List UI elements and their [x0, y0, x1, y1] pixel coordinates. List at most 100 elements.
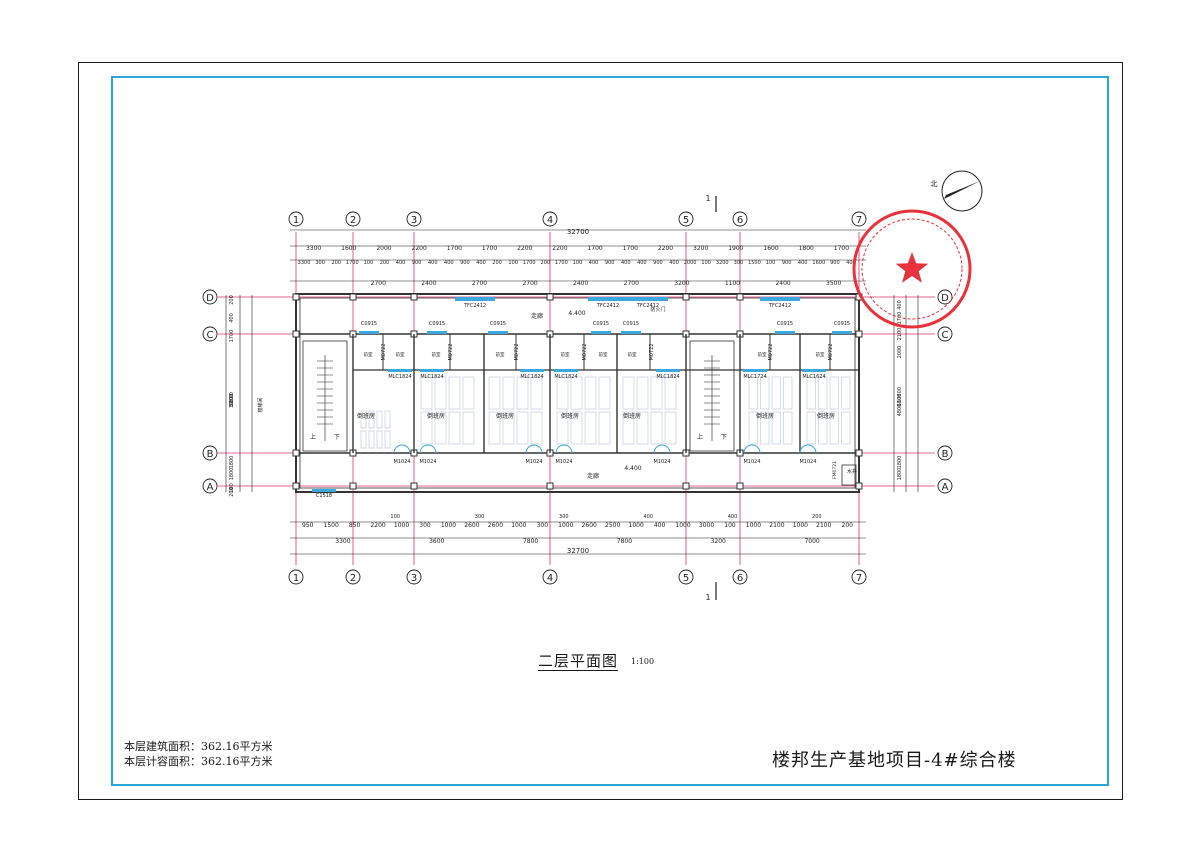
axis-bubble-right-A	[937, 478, 953, 494]
section-mark-top-label: 1	[705, 194, 710, 203]
dim-right-7: 1800	[897, 456, 903, 469]
hatch-cell-3-6	[650, 411, 663, 445]
axis-bubble-top-2	[345, 211, 361, 227]
axis-label-left-A: A	[207, 482, 214, 493]
window-mlc-label-3: MLC1824	[554, 374, 577, 380]
room-main-label-1: 倒班房	[427, 412, 445, 420]
dim-top-row3-7: 1100	[725, 280, 740, 287]
north-label: 北	[931, 180, 938, 188]
dim-top-row2-27: 300	[734, 260, 744, 266]
room-main-label-2: 倒班房	[496, 412, 514, 420]
dim-top-row1-6: 2200	[517, 245, 532, 252]
axis-bubble-left-C	[202, 326, 218, 342]
dim-bottom-small-4: 400	[728, 514, 738, 520]
door-b-label-1: M1024	[419, 459, 436, 465]
door-wc-label-1: M0722	[448, 343, 454, 360]
room-vestibule-7: 前室	[758, 351, 767, 358]
axis-label-left-D: D	[206, 293, 214, 304]
hatch-cell-1-2	[516, 376, 529, 410]
window-c-6	[832, 331, 852, 334]
hatch-cell-1-5	[502, 411, 515, 445]
dim-top-row1-7: 2200	[552, 245, 567, 252]
drawing-frame	[111, 76, 1109, 786]
window-c-label-2: C0915	[490, 321, 506, 327]
window-mlc-label-5: MLC1724	[743, 374, 766, 380]
window-c-label-4: C0915	[623, 321, 639, 327]
dim-top-row1-15: 1700	[834, 245, 849, 252]
dim-bottom-row1-5: 300	[419, 522, 431, 529]
dim-bottom-row1-22: 2100	[816, 522, 831, 529]
room-vestibule-5: 前室	[599, 351, 608, 358]
column-1-3	[349, 482, 357, 490]
dim-bottom-row1-0: 950	[302, 522, 314, 529]
dim-left-9: 200	[229, 487, 235, 497]
dim-bottom-row2-4: 3200	[711, 538, 726, 545]
dim-bottom-row1-1: 1500	[324, 522, 339, 529]
stair-1	[689, 340, 735, 452]
hatch-cell-6-6	[829, 411, 839, 445]
hatch-cell-2-7	[598, 411, 611, 445]
axis-bubble-bottom-3	[406, 569, 422, 585]
axis-label-top-5: 5	[683, 215, 689, 226]
dim-top-row2-26: 3200	[716, 260, 729, 266]
dim-bottom-small-0: 100	[390, 514, 400, 520]
axis-bubble-top-4	[542, 211, 558, 227]
door-arc-4	[653, 444, 671, 454]
hatch-cell-6-7	[841, 411, 851, 445]
dim-right-0: 400	[897, 300, 903, 310]
column-2-3	[410, 482, 418, 490]
window-bottom-label: C1518	[316, 493, 332, 499]
hatch-cell-5-0	[748, 376, 758, 410]
door-b-label-4: M1024	[653, 459, 670, 465]
room-main-label-4: 倒班房	[623, 412, 641, 420]
window-c-label-6: C0915	[834, 321, 850, 327]
dim-top-row1-13: 1600	[763, 245, 778, 252]
door-b-label-6: M1024	[799, 459, 816, 465]
dim-bottom-row1-6: 1000	[441, 522, 456, 529]
axis-label-left-B: B	[207, 449, 214, 460]
column-5-3	[736, 482, 744, 490]
bed-hatch-5	[748, 376, 793, 445]
room-main-label-0: 倒班房	[357, 412, 375, 420]
hatch-cell-2-3	[598, 376, 611, 410]
dim-left-5: 10800	[229, 392, 235, 408]
dim-top-row2-4: 100	[364, 260, 374, 266]
door-wc-label-6: M0722	[828, 343, 834, 360]
axis-bubble-bottom-2	[345, 569, 361, 585]
column-6-1	[855, 330, 863, 338]
dim-top-row2-25: 100	[701, 260, 711, 266]
dim-top-row1-14: 1800	[799, 245, 814, 252]
door-wc-label-3: M0722	[582, 343, 588, 360]
window-c-3	[591, 331, 611, 334]
dim-top-row2-15: 200	[541, 260, 551, 266]
window-mlc-label-1: MLC1824	[420, 374, 443, 380]
dim-top-row2-32: 1600	[812, 260, 825, 266]
axis-bubble-top-1	[288, 211, 304, 227]
corridor-label-bottom: 走廊	[587, 472, 599, 480]
window-c-1	[427, 331, 447, 334]
room-vestibule-4: 前室	[561, 351, 570, 358]
axis-label-top-6: 6	[737, 215, 743, 226]
window-mlc-label-4: MLC1824	[656, 374, 679, 380]
hatch-cell-0-0	[420, 376, 433, 410]
dim-bottom-row2-2: 7800	[523, 538, 538, 545]
dim-right-8: 1800	[897, 468, 903, 481]
dim-top-row3-1: 2400	[421, 280, 436, 287]
stair-dn-1: 下	[721, 434, 727, 441]
hatch-cell-5-4	[748, 411, 758, 445]
room-vestibule-0: 前室	[364, 351, 373, 358]
dim-top-row2-12: 200	[492, 260, 502, 266]
column-2-0	[410, 293, 418, 301]
dim-top-row3-4: 2400	[573, 280, 588, 287]
dim-left-6: 1800	[229, 456, 235, 469]
door-b-label-3: M1024	[555, 459, 572, 465]
dim-top-row2-18: 400	[589, 260, 599, 266]
dim-right-2: 2100	[897, 328, 903, 341]
door-b-label-5: M1024	[743, 459, 760, 465]
axis-label-right-B: B	[942, 449, 949, 460]
dim-bottom-row1-17: 3000	[699, 522, 714, 529]
dim-top-row2-28: 1500	[748, 260, 761, 266]
axis-bubble-bottom-4	[542, 569, 558, 585]
column-4-3	[682, 482, 690, 490]
